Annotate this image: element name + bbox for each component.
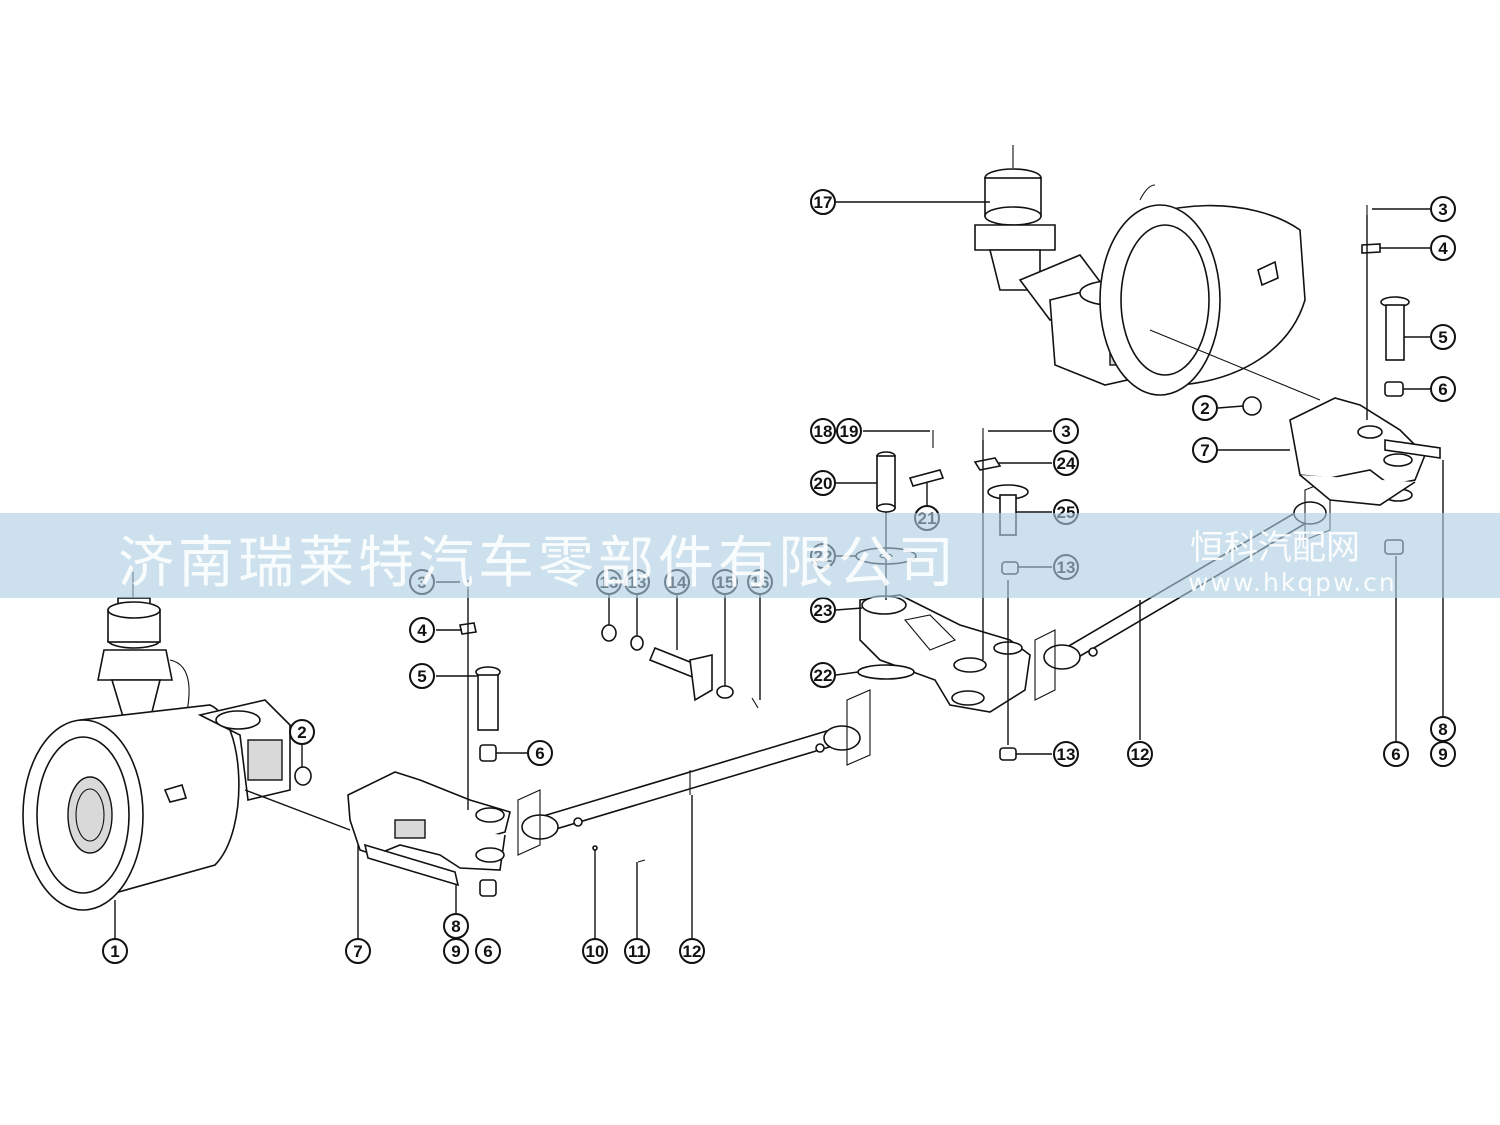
callout-8: 8 [443,913,469,939]
svg-text:2: 2 [297,723,306,742]
left-brake-drum-assembly [22,572,871,911]
callout-19: 19 [836,418,862,444]
svg-text:18: 18 [814,422,833,441]
svg-text:10: 10 [586,942,605,961]
watermark-url: www.hkqpw.cn [1188,568,1397,597]
svg-text:6: 6 [1391,745,1400,764]
callout-2r: 2 [1192,395,1218,421]
callout-12: 12 [679,938,705,964]
callout-9: 9 [443,938,469,964]
callout-4r: 4 [1430,235,1456,261]
svg-text:6: 6 [483,942,492,961]
svg-text:9: 9 [1438,745,1447,764]
svg-text:7: 7 [1200,441,1209,460]
callout-7r: 7 [1192,437,1218,463]
callouts-right: 17 3 4 5 6 2 7 8 9 6 [810,189,1456,767]
svg-text:4: 4 [1438,239,1448,258]
callout-3c: 3 [1053,418,1079,444]
svg-text:6: 6 [535,744,544,763]
callout-5: 5 [409,663,435,689]
svg-text:24: 24 [1057,454,1076,473]
callout-23: 23 [810,597,836,623]
callout-18: 18 [810,418,836,444]
callout-3r: 3 [1430,196,1456,222]
svg-text:4: 4 [417,621,427,640]
callout-13d: 13 [1053,741,1079,767]
callout-17: 17 [810,189,836,215]
svg-text:5: 5 [417,667,426,686]
callouts-left: 1 2 3 4 5 6 7 8 9 6 10 11 12 [102,569,705,964]
callout-5r: 5 [1430,324,1456,350]
svg-text:1: 1 [110,942,119,961]
watermark-banner [0,513,1500,598]
svg-text:20: 20 [814,474,833,493]
callout-7: 7 [345,938,371,964]
svg-text:3: 3 [1438,200,1447,219]
svg-text:6: 6 [1438,380,1447,399]
svg-text:12: 12 [1131,745,1150,764]
svg-text:2: 2 [1200,399,1209,418]
callout-6b: 6 [475,938,501,964]
svg-text:3: 3 [1061,422,1070,441]
callout-10: 10 [582,938,608,964]
callout-6a: 6 [527,740,553,766]
callout-20: 20 [810,470,836,496]
svg-text:17: 17 [814,193,833,212]
svg-text:23: 23 [814,601,833,620]
callout-6r-bottom: 6 [1383,741,1409,767]
svg-text:19: 19 [840,422,859,441]
svg-text:5: 5 [1438,328,1447,347]
svg-text:11: 11 [628,942,646,961]
callout-12c: 12 [1127,741,1153,767]
watermark-company-name: 济南瑞莱特汽车零部件有限公司 [118,531,958,596]
callout-8r: 8 [1430,716,1456,742]
svg-text:13: 13 [1057,745,1076,764]
callout-1: 1 [102,938,128,964]
right-brake-drum-assembly [974,145,1441,555]
callout-22b: 22 [810,662,836,688]
callout-24: 24 [1053,450,1079,476]
svg-text:12: 12 [683,942,702,961]
svg-text:7: 7 [353,942,362,961]
callout-11: 11 [624,938,650,964]
svg-text:8: 8 [451,917,460,936]
svg-text:8: 8 [1438,720,1447,739]
svg-text:9: 9 [451,942,460,961]
callout-6r-top: 6 [1430,376,1456,402]
watermark-site-name: 恒科汽配网 [1190,528,1360,568]
callout-9r: 9 [1430,741,1456,767]
svg-text:22: 22 [814,666,833,685]
callout-4: 4 [409,617,435,643]
callout-2: 2 [289,719,315,745]
